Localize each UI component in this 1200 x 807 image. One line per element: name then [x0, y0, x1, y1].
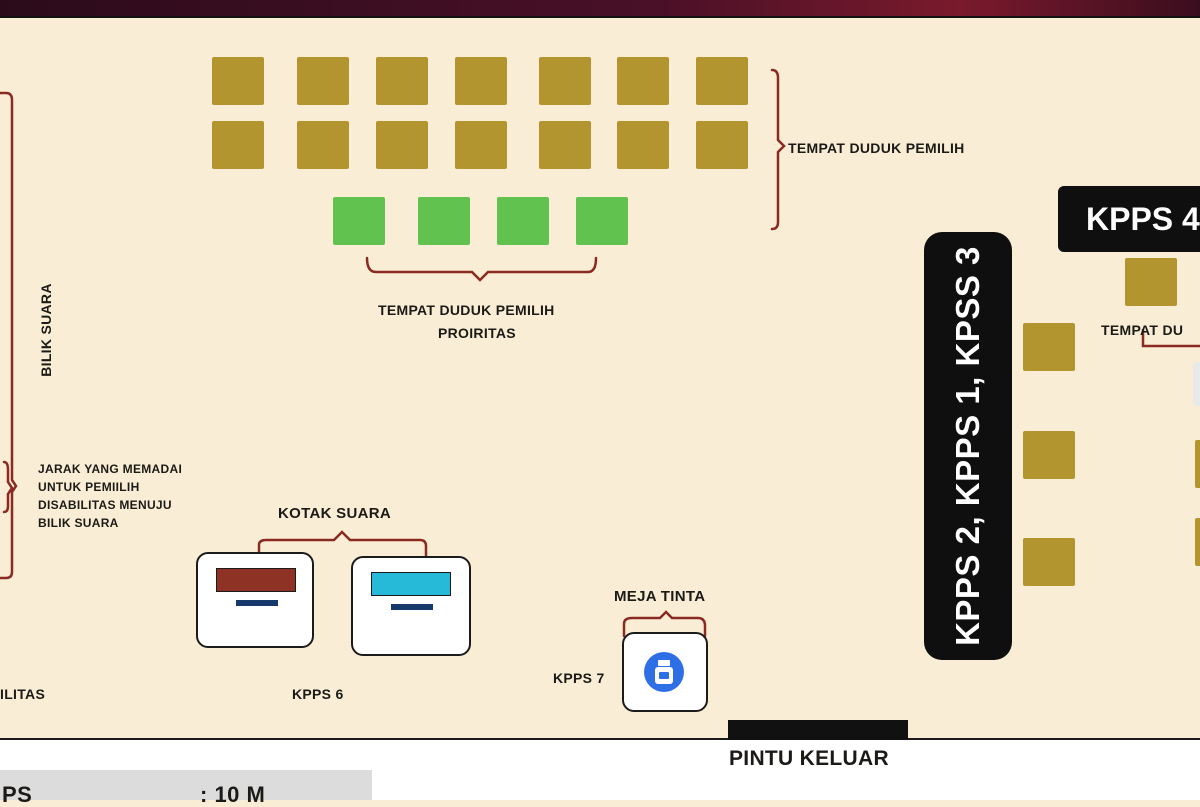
ballot-slit	[391, 604, 433, 610]
legend-box	[0, 770, 372, 800]
top-banner	[0, 0, 1200, 18]
right-seats-label: TEMPAT DU	[1101, 322, 1184, 338]
ballot-slit	[236, 600, 278, 606]
ink-bottle-icon	[644, 652, 684, 692]
voter-seat	[696, 57, 748, 105]
voter-seat	[297, 57, 349, 105]
kpps-seat	[1023, 431, 1075, 479]
voter-seat	[696, 121, 748, 169]
exit-door	[728, 720, 908, 740]
accessibility-label-line1: JARAK YANG MEMADAI	[38, 462, 183, 476]
kpps-main-label: KPPS 2, KPPS 1, KPSS 3	[949, 246, 986, 646]
kpps6-label: KPPS 6	[292, 686, 344, 702]
priority-seat	[497, 197, 549, 245]
voter-seats-brace	[770, 68, 786, 231]
priority-seat	[333, 197, 385, 245]
voting-booth-label: BILIK SUARA	[38, 283, 54, 377]
ballot-box-cyan	[351, 556, 471, 656]
floor-edge	[0, 738, 1200, 740]
partial-seat	[1195, 440, 1200, 488]
ballot-box-red	[196, 552, 314, 648]
voter-seat	[297, 121, 349, 169]
voter-seats-label: TEMPAT DUDUK PEMILIH	[788, 140, 965, 156]
kpps7-label: KPPS 7	[553, 670, 605, 686]
priority-seat	[418, 197, 470, 245]
voter-seat	[212, 121, 264, 169]
voter-seat	[455, 57, 507, 105]
priority-seats-label-line2: PROIRITAS	[438, 325, 516, 341]
accessibility-brace	[2, 460, 14, 514]
priority-seats-brace	[365, 256, 598, 282]
exit-label: PINTU KELUAR	[729, 747, 889, 770]
ballot-boxes-label: KOTAK SUARA	[278, 505, 392, 522]
voter-seat	[539, 121, 591, 169]
accessibility-label-line3: DISABILITAS MENUJU	[38, 498, 172, 512]
kpps4-table: KPPS 4	[1058, 186, 1200, 252]
kpps4-label: KPPS 4	[1086, 201, 1200, 237]
partial-left-label: ILITAS	[0, 686, 46, 702]
voter-seat	[376, 57, 428, 105]
legend-right-text: : 10 M	[200, 782, 266, 807]
voter-seat	[455, 121, 507, 169]
voter-seat	[539, 57, 591, 105]
voter-seat	[617, 57, 669, 105]
kpps-main-table: KPPS 2, KPPS 1, KPSS 3	[924, 232, 1012, 660]
voter-seat	[617, 121, 669, 169]
priority-seat	[576, 197, 628, 245]
voter-seat	[376, 121, 428, 169]
priority-seats-label-line1: TEMPAT DUDUK PEMILIH	[378, 302, 555, 318]
ballot-slot-cyan	[371, 572, 451, 596]
legend-left-text: PS	[2, 782, 33, 807]
accessibility-label-line2: UNTUK PEMIILIH	[38, 480, 140, 494]
kpps4-seat	[1125, 258, 1177, 306]
voter-seat	[212, 57, 264, 105]
voting-booth-brace	[0, 91, 18, 580]
ink-table-label: MEJA TINTA	[614, 588, 706, 605]
kpps-seat	[1023, 323, 1075, 371]
ink-table	[622, 632, 708, 712]
ballot-slot-red	[216, 568, 296, 592]
kpps-seat	[1023, 538, 1075, 586]
partial-seat	[1195, 518, 1200, 566]
accessibility-label-line4: BILIK SUARA	[38, 516, 119, 530]
partial-card	[1193, 362, 1200, 406]
